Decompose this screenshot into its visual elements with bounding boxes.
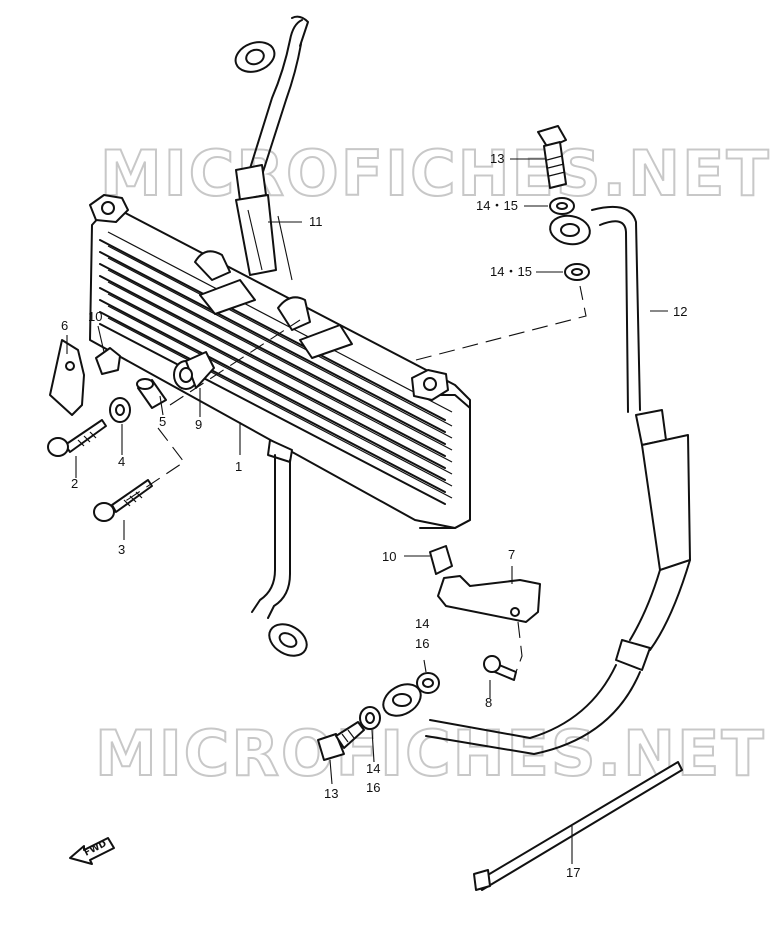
clip-part-10-upper [95,347,121,375]
tie-strap-part-17 [473,761,683,891]
callout-14-15-lower: 14・15 [490,264,532,279]
callout-10-upper: 10 [88,309,102,324]
callout-1: 1 [235,459,242,474]
grommet-part-9 [173,351,215,390]
bolt-part-2 [47,419,107,457]
callout-9: 9 [195,417,202,432]
callout-17: 17 [566,865,580,880]
callout-12: 12 [673,304,687,319]
callout-13-lower: 13 [324,786,338,801]
upper-oil-hose-part-11 [234,15,309,276]
bolt-part-8 [483,655,517,681]
bracket-part-7 [437,575,541,623]
washer-part-14-15-upper [549,197,575,215]
callout-5: 5 [159,414,166,429]
callout-13-upper: 13 [490,151,504,166]
washer-part-14-16-right [416,672,440,694]
oil-cooler-part-1 [89,194,471,529]
bracket-part-6 [49,339,85,416]
collar-part-5 [136,378,167,409]
callout-2: 2 [71,476,78,491]
oil-hose-part-12 [382,206,691,755]
washer-part-14-15-lower [564,263,590,281]
fwd-arrow-icon: FWD [69,837,115,865]
callout-11: 11 [309,214,323,229]
callout-7: 7 [508,547,515,562]
watermark-bottom: MICROFICHES.NET [95,717,766,790]
callout-14-15-upper: 14・15 [476,198,518,213]
callout-8: 8 [485,695,492,710]
callout-3: 3 [118,542,125,557]
washer-part-4 [109,397,131,423]
callout-14-left: 14 [366,761,380,776]
bolt-part-3 [93,479,153,522]
banjo-bolt-part-13-lower [317,721,365,761]
watermark-top: MICROFICHES.NET [100,137,771,210]
leader-lines [66,158,668,864]
clip-part-10-lower [429,545,453,575]
washer-part-14-16-left [359,706,381,730]
callout-16-left: 16 [366,780,380,795]
lower-oil-line [251,454,308,657]
callout-16-right: 16 [415,636,429,651]
callout-10-lower: 10 [382,549,396,564]
callout-6: 6 [61,318,68,333]
callout-14-right: 14 [415,616,429,631]
callout-4: 4 [118,454,125,469]
banjo-bolt-part-13-upper [537,125,567,189]
